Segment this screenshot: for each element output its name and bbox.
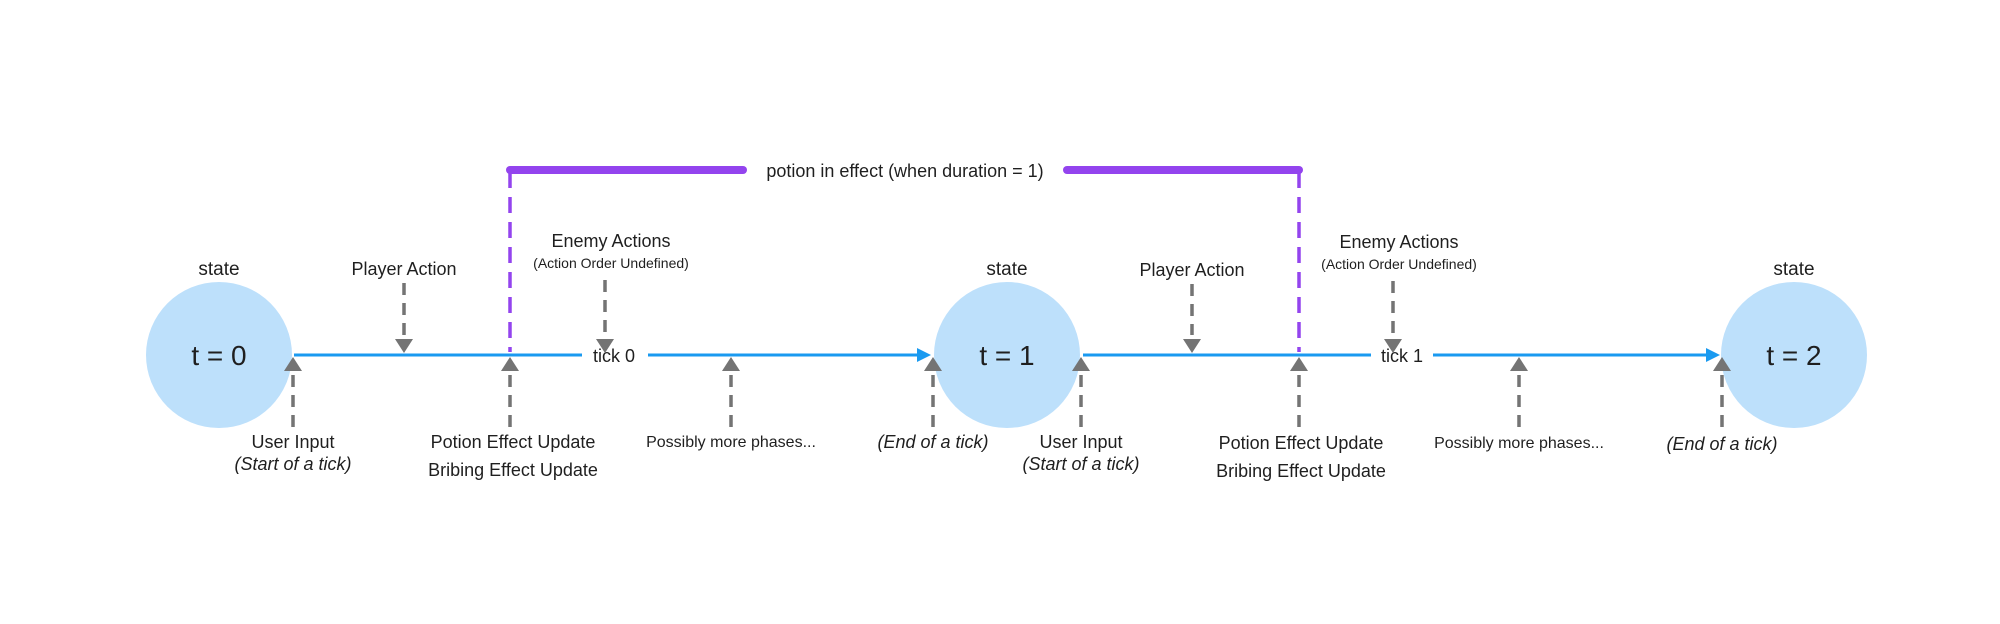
tick-0-user-input-marker [284,357,302,371]
tick-1-bribing-update-label: Bribing Effect Update [1216,461,1386,481]
state-t0-circle [146,282,292,428]
tick-1-effect-update-marker [1290,357,1308,371]
tick-0-effect-update-marker [501,357,519,371]
tick-0-phases: Player Action Enemy Actions (Action Orde… [234,231,988,480]
state-t0: state t = 0 [146,259,292,428]
tick-1-enemy-actions-label: Enemy Actions [1339,232,1458,252]
tick-1-potion-update-label: Potion Effect Update [1219,433,1384,453]
tick-1-label: tick 1 [1381,346,1423,366]
tick-1-end-marker [1713,357,1731,371]
state-t2: state t = 2 [1721,259,1867,428]
tick-1-more-phases-label: Possibly more phases... [1434,435,1604,452]
tick-0-more-phases-label: Possibly more phases... [646,434,816,451]
state-t2-value: t = 2 [1766,340,1821,371]
timeline: tick 0 tick 1 [294,346,1720,366]
tick-1-user-input-marker [1072,357,1090,371]
tick-0-more-phases-marker [722,357,740,371]
tick-0-end-note: (End of a tick) [877,432,988,452]
tick-0-player-action-label: Player Action [351,259,456,279]
tick-1-more-phases-marker [1510,357,1528,371]
tick-1-player-action-marker [1183,339,1201,353]
tick-1-enemy-note: (Action Order Undefined) [1321,256,1477,272]
state-t1-caption: state [986,259,1027,280]
potion-label: potion in effect (when duration = 1) [766,161,1043,181]
tick-1-player-action-label: Player Action [1139,260,1244,280]
tick-0-potion-update-label: Potion Effect Update [431,432,596,452]
tick-0-player-action-marker [395,339,413,353]
tick-0-enemy-actions-marker [596,339,614,353]
state-t0-value: t = 0 [191,340,246,371]
state-t2-circle [1721,282,1867,428]
potion-effect-bracket: potion in effect (when duration = 1) [506,161,1303,352]
state-t0-caption: state [198,259,239,280]
tick-1-enemy-actions-marker [1384,339,1402,353]
tick-1-end-note: (End of a tick) [1666,434,1777,454]
tick-1-phases: Player Action Enemy Actions (Action Orde… [1022,232,1777,481]
tick-0-end-marker [924,357,942,371]
state-t2-caption: state [1773,259,1814,280]
tick-1-user-input-label: User Input [1039,432,1122,452]
state-t1: state t = 1 [934,259,1080,428]
tick-0-user-input-label: User Input [251,432,334,452]
state-t1-value: t = 1 [979,340,1034,371]
tick-1-start-note: (Start of a tick) [1022,454,1139,474]
tick-0-enemy-actions-label: Enemy Actions [551,231,670,251]
tick-0-enemy-note: (Action Order Undefined) [533,255,689,271]
tick-0-label: tick 0 [593,346,635,366]
tick-0-bribing-update-label: Bribing Effect Update [428,460,598,480]
state-t1-circle [934,282,1080,428]
tick-0-start-note: (Start of a tick) [234,454,351,474]
